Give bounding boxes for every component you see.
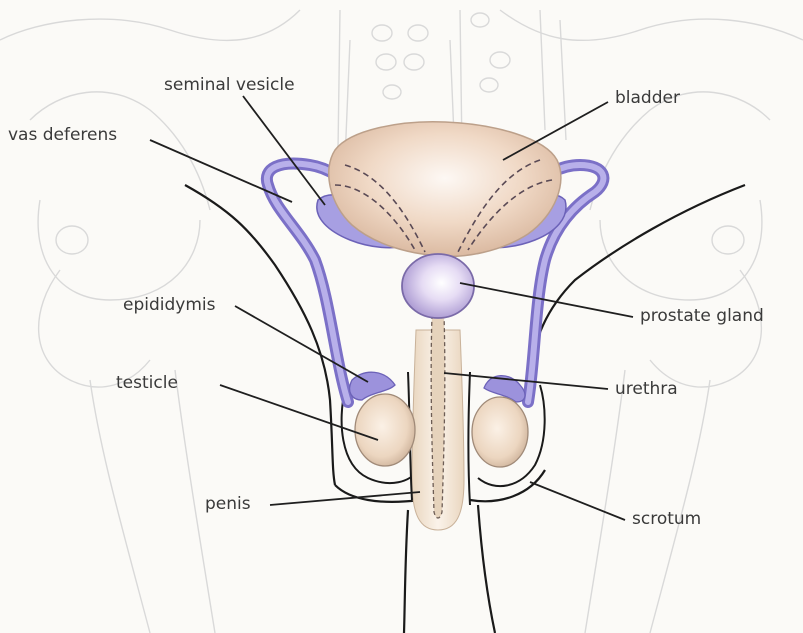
prostate-shape [402,254,474,318]
label-epididymis: epididymis [123,297,215,314]
leader-epididymis [235,306,368,382]
label-seminal-vesicle: seminal vesicle [164,77,295,94]
leader-scrotum [530,482,625,520]
testicle-right [472,397,528,467]
leader-prostate [460,283,633,317]
label-prostate-gland: prostate gland [640,308,764,325]
label-vas-deferens: vas deferens [8,127,117,144]
leader-seminal-vesicle [243,96,325,205]
label-bladder: bladder [615,90,680,107]
label-testicle: testicle [116,375,178,392]
leader-penis [270,492,420,505]
leader-bladder [503,102,608,160]
label-scrotum: scrotum [632,511,701,528]
testicle-left [355,394,415,466]
label-penis: penis [205,496,251,513]
label-urethra: urethra [615,381,678,398]
